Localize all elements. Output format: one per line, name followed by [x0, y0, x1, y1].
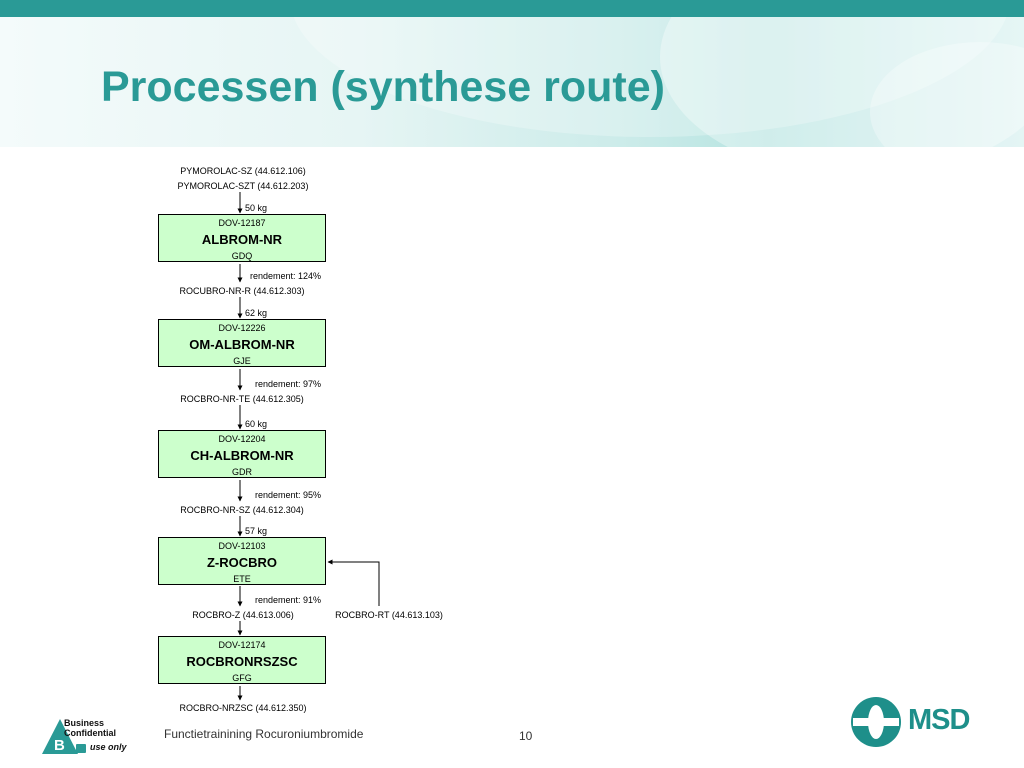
- process-step-box: DOV-12174 ROCBRONRSZSC GFG: [158, 636, 326, 684]
- intermediate-product: ROCBRO-NR-TE (44.612.305): [180, 394, 304, 404]
- start-material: PYMOROLAC-SZ (44.612.106): [180, 166, 306, 176]
- input-quantity: 62 kg: [245, 308, 268, 318]
- svg-text:B: B: [54, 737, 65, 754]
- step-code: DOV-12204: [218, 434, 266, 444]
- step-site: GDR: [232, 467, 252, 477]
- msd-wordmark: MSD: [908, 704, 970, 736]
- bc-line3: use only: [90, 742, 127, 752]
- recycle-arrow: [327, 559, 380, 606]
- footer-text: Functietrainining Rocuroniumbromide: [164, 727, 364, 741]
- step-code: DOV-12103: [218, 541, 266, 551]
- input-quantity: 50 kg: [245, 203, 268, 213]
- intermediate-product: ROCBRO-Z (44.613.006): [192, 610, 294, 620]
- step-site: GJE: [233, 356, 251, 366]
- step-name: ROCBRONRSZSC: [186, 654, 298, 669]
- bc-line2: Confidential: [64, 728, 116, 738]
- b-triangle-logo: B Business Confidential use only: [40, 716, 140, 756]
- step-site: GDQ: [231, 251, 253, 261]
- process-step-box: DOV-12204 CH-ALBROM-NR GDR: [158, 430, 326, 478]
- start-material: PYMOROLAC-SZT (44.612.203): [177, 181, 309, 191]
- intermediate-product: ROCBRO-NR-SZ (44.612.304): [180, 505, 304, 515]
- yield-label: rendement: 124%: [250, 271, 322, 281]
- process-step-box: DOV-12103 Z-ROCBRO ETE: [158, 537, 326, 585]
- input-quantity: 60 kg: [245, 419, 268, 429]
- recycle-product: ROCBRO-RT (44.613.103): [335, 610, 443, 620]
- page-number: 10: [519, 729, 533, 743]
- yield-label: rendement: 95%: [255, 490, 322, 500]
- msd-logo: MSD: [850, 696, 980, 748]
- process-step-box: DOV-12226 OM-ALBROM-NR GJE: [158, 319, 326, 367]
- final-product: ROCBRO-NRZSC (44.612.350): [179, 703, 307, 713]
- input-quantity: 57 kg: [245, 526, 268, 536]
- process-step-box: DOV-12187 ALBROM-NR GDQ: [158, 214, 326, 262]
- step-code: DOV-12174: [218, 640, 266, 650]
- top-bar: [0, 0, 1024, 17]
- step-site: ETE: [233, 574, 251, 584]
- step-name: ALBROM-NR: [201, 232, 283, 247]
- slide-title: Processen (synthese route): [101, 63, 665, 111]
- step-name: CH-ALBROM-NR: [190, 448, 294, 463]
- msd-emblem-icon: [851, 697, 901, 747]
- intermediate-product: ROCUBRO-NR-R (44.612.303): [179, 286, 305, 296]
- step-name: Z-ROCBRO: [206, 555, 278, 570]
- b-triangle-icon: B: [42, 719, 86, 754]
- yield-label: rendement: 91%: [255, 595, 322, 605]
- step-code: DOV-12226: [218, 323, 266, 333]
- step-site: GFG: [232, 673, 252, 683]
- yield-label: rendement: 97%: [255, 379, 322, 389]
- header-decoration: [293, 17, 1024, 147]
- step-code: DOV-12187: [218, 218, 266, 228]
- step-name: OM-ALBROM-NR: [189, 337, 295, 352]
- bc-line1: Business: [64, 718, 105, 728]
- header-banner: [0, 17, 1024, 147]
